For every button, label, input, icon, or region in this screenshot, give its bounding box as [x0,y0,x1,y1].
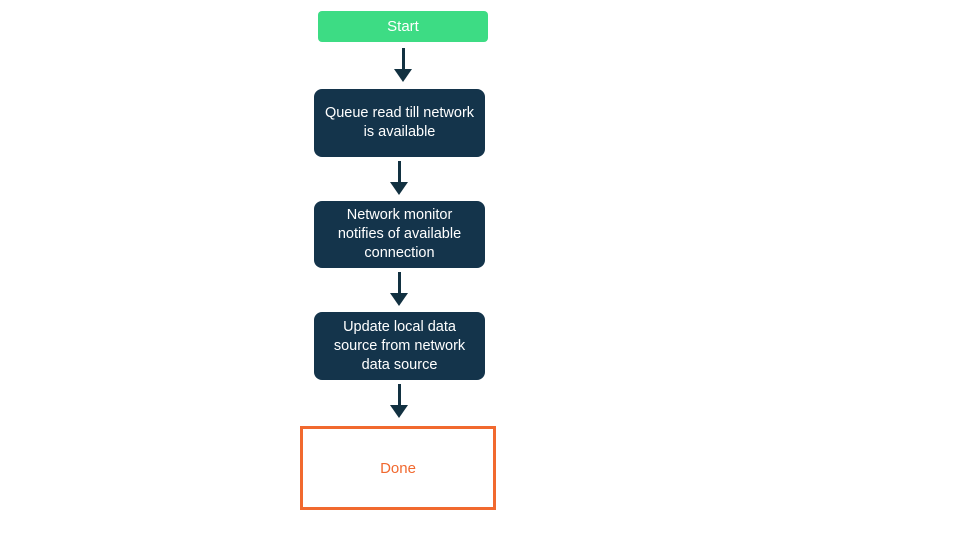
flow-arrow-down-icon [390,272,408,306]
flow-node-queue-read-label: Queue read till network is available [324,105,475,140]
arrow-shaft [401,48,405,69]
flow-arrow-down-icon [394,48,412,82]
flow-arrow-down-icon [390,384,408,418]
arrow-shaft [397,272,401,293]
flow-node-done-label: Done [380,459,416,477]
flow-node-done: Done [300,426,496,510]
flow-node-queue-read: Queue read till network is available [314,89,485,157]
arrow-head [394,69,412,82]
flow-node-network-monitor: Network monitor notifies of available co… [314,201,485,268]
flow-node-start-label: Start [387,18,419,35]
arrow-head [390,293,408,306]
arrow-shaft [397,384,401,405]
flow-node-network-monitor-label: Network monitor notifies of available co… [337,207,462,261]
flow-node-start: Start [318,11,488,42]
arrow-shaft [397,161,401,182]
flow-node-update-local-data: Update local data source from network da… [314,312,485,380]
flow-arrow-down-icon [390,161,408,195]
arrow-head [390,405,408,418]
flow-node-update-local-data-label: Update local data source from network da… [333,318,466,373]
arrow-head [390,182,408,195]
